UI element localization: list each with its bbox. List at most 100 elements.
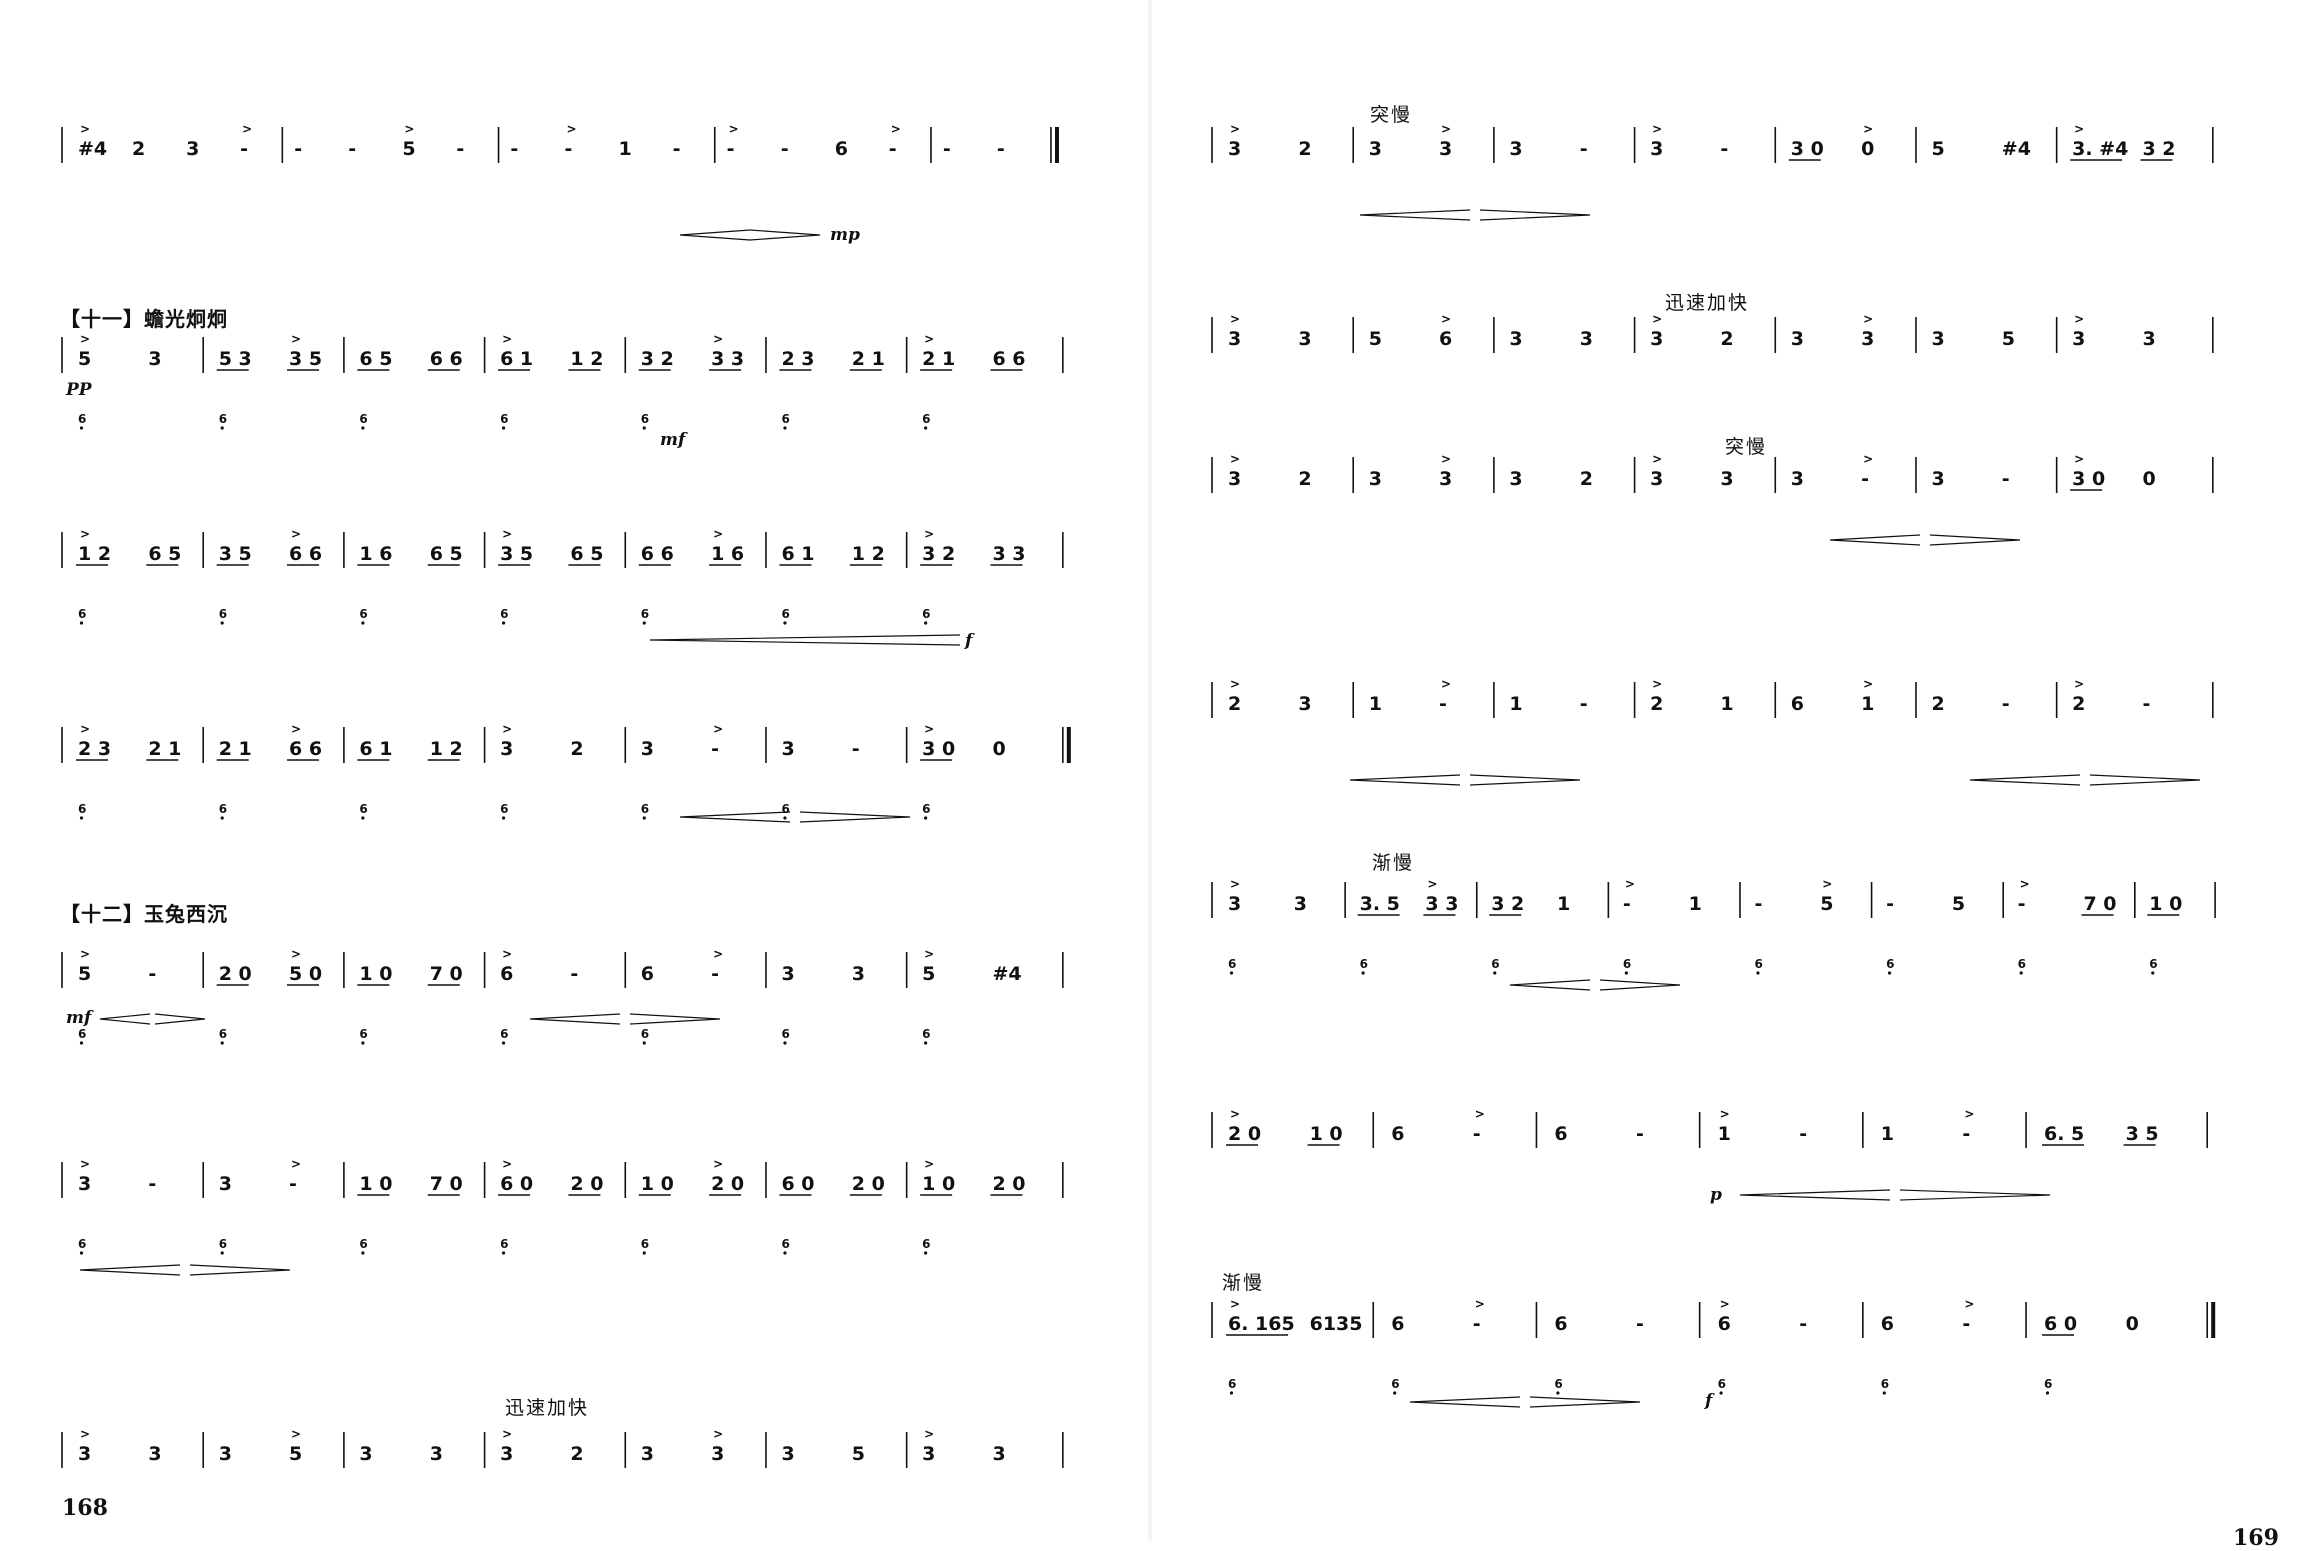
melody-note: 3: [1791, 328, 1804, 350]
melody-note: 1 0: [922, 1173, 955, 1195]
melody-note: -: [1886, 893, 1894, 915]
melody-note: 6. 5: [2044, 1123, 2084, 1145]
melody-note: 3: [1650, 138, 1663, 160]
low-octave-dot: [1719, 1391, 1723, 1395]
bass-note: 6: [922, 1027, 930, 1041]
melody-note: 3: [1369, 138, 1382, 160]
melody-note: 6: [641, 963, 654, 985]
melody-note: 6: [1554, 1313, 1567, 1335]
low-octave-dot: [783, 621, 787, 625]
melody-note: 3 5: [289, 348, 322, 370]
melody-note: 3 3: [711, 348, 744, 370]
melody-note: 3: [1509, 468, 1522, 490]
melody-note: -: [1439, 693, 1447, 715]
melody-note: 3: [1931, 328, 1944, 350]
accent-mark: >: [924, 947, 934, 961]
accent-mark: >: [1230, 1107, 1240, 1121]
melody-note: -: [943, 138, 951, 160]
melody-note: -: [711, 738, 719, 760]
low-octave-dot: [361, 816, 365, 820]
melody-note: 6 5: [359, 348, 392, 370]
melody-note: 1 0: [359, 963, 392, 985]
decrescendo-hairpin: [1529, 1396, 1641, 1408]
crescendo-hairpin: [79, 1264, 181, 1276]
accent-mark: >: [1964, 1297, 1974, 1311]
melody-note: -: [1636, 1313, 1644, 1335]
melody-note: 3: [1650, 468, 1663, 490]
bass-note: 6: [922, 607, 930, 621]
melody-note: 6: [1439, 328, 1452, 350]
melody-note: 0: [1861, 138, 1874, 160]
decrescendo-hairpin: [189, 1264, 291, 1276]
bass-note: 6: [1391, 1377, 1399, 1391]
accent-mark: >: [1863, 125, 1873, 136]
accent-mark: >: [1230, 125, 1240, 136]
bass-note: 6: [78, 802, 86, 816]
melody-note: 1: [1509, 693, 1522, 715]
crescendo-hairpin: [99, 1013, 151, 1025]
page-number-right: 169: [2233, 1525, 2279, 1551]
accent-mark: >: [713, 530, 723, 541]
low-octave-dot: [2019, 971, 2023, 975]
accent-mark: >: [502, 947, 512, 961]
melody-note: 6 6: [289, 543, 322, 565]
melody-note: 2: [2072, 693, 2085, 715]
melody-note: 3 5: [219, 543, 252, 565]
bass-note: 6: [219, 1027, 227, 1041]
bass-note: 6: [359, 412, 367, 426]
bass-note: 6: [219, 412, 227, 426]
melody-note: 3: [1509, 328, 1522, 350]
low-octave-dot: [924, 1251, 928, 1255]
bass-note: 6: [1554, 1377, 1562, 1391]
melody-note: -: [240, 138, 248, 160]
accent-mark: >: [1625, 877, 1635, 891]
melody-note: 5: [78, 348, 91, 370]
bass-note: 6: [219, 1237, 227, 1251]
melody-note: -: [1580, 693, 1588, 715]
melody-note: 3: [148, 1443, 161, 1465]
melody-note: -: [2142, 693, 2150, 715]
melody-note: -: [348, 138, 356, 160]
accent-mark: >: [1441, 315, 1451, 326]
tempo-sudden-slow-2: 突慢: [1725, 436, 1768, 458]
bass-note: 6: [500, 802, 508, 816]
melody-note: -: [289, 1173, 297, 1195]
melody-note: 2 1: [852, 348, 885, 370]
melody-note: #4: [992, 963, 1021, 985]
melody-note: -: [1962, 1123, 1970, 1145]
low-octave-dot: [361, 426, 365, 430]
accent-mark: >: [566, 122, 576, 136]
melody-note: 3: [500, 1443, 513, 1465]
melody-note: -: [673, 138, 681, 160]
bass-note: 6: [1228, 1377, 1236, 1391]
low-octave-dot: [1393, 1391, 1397, 1395]
melody-note: 3 2: [1491, 893, 1524, 915]
bass-note: 6: [641, 1237, 649, 1251]
melody-note: 3 3: [992, 543, 1025, 565]
melody-note: -: [294, 138, 302, 160]
melody-note: 2: [132, 138, 145, 160]
bass-note: 6: [1881, 1377, 1889, 1391]
melody-note: 3: [359, 1443, 372, 1465]
melody-note: 6 1: [500, 348, 533, 370]
bass-note: 6: [641, 1027, 649, 1041]
low-octave-dot: [642, 426, 646, 430]
section-heading-eleven: 【十一】蟾光炯炯: [60, 307, 228, 331]
melody-note: 3. #4: [2072, 138, 2128, 160]
melody-note: 3 2: [922, 543, 955, 565]
low-octave-dot: [220, 1251, 224, 1255]
melody-note: 3: [1580, 328, 1593, 350]
melody-note: 2 3: [78, 738, 111, 760]
bass-note: 6: [78, 607, 86, 621]
